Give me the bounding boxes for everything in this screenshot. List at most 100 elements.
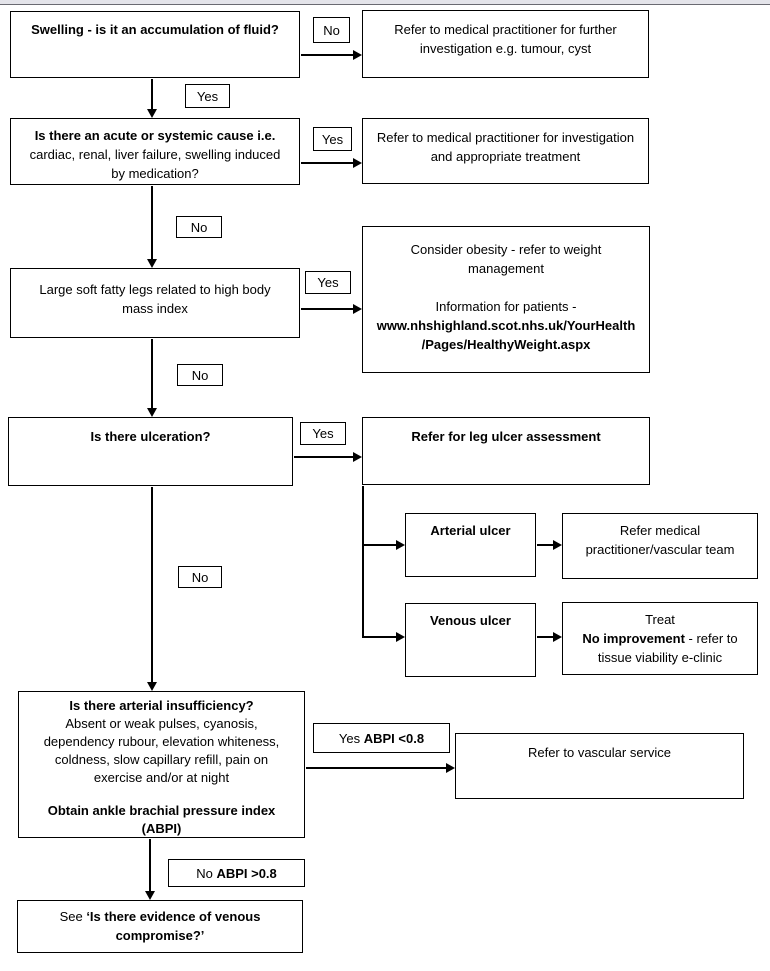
- arrowhead-down-icon: [147, 682, 157, 691]
- node-vascular-service: Refer to vascular service: [455, 733, 744, 799]
- node-arterial-ulcer: Arterial ulcer: [405, 513, 536, 577]
- node-text-line: Information for patients -: [435, 299, 577, 314]
- arrowhead-right-icon: [396, 540, 405, 550]
- connector-to-venous-ulcer: [363, 636, 396, 638]
- arrowhead-right-icon: [353, 452, 362, 462]
- label-text: Yes: [196, 88, 219, 104]
- decision-label-no-4: No: [178, 566, 222, 588]
- label-text: No: [191, 367, 209, 383]
- label-text: No: [191, 569, 209, 585]
- label-text-bold: ABPI >0.8: [216, 865, 277, 881]
- connector-venous-to-treat: [537, 636, 553, 638]
- node-text: See: [59, 909, 87, 924]
- node-fatty-legs: Large soft fatty legs related to high bo…: [10, 268, 300, 338]
- node-text-line: Arterial ulcer: [430, 523, 511, 538]
- label-text: No: [196, 865, 217, 881]
- node-text-line: cardiac, renal, liver failure, swelling …: [29, 147, 281, 162]
- node-acute-systemic-cause: Is there an acute or systemic cause i.e.…: [10, 118, 300, 185]
- connector-abpi-high: [149, 839, 151, 891]
- node-text-line: Consider obesity - refer to weight: [410, 242, 602, 257]
- node-refer-further-investigation: Refer to medical practitioner for furthe…: [362, 10, 649, 78]
- node-text-line: Refer for leg ulcer assessment: [411, 429, 601, 444]
- connector-ulceration-yes: [294, 456, 354, 458]
- node-text-line: compromise?’: [115, 928, 205, 943]
- node-text-line: exercise and/or at night: [93, 770, 230, 785]
- node-text: - refer to: [684, 631, 738, 646]
- decision-label-yes-abpi: Yes ABPI <0.8: [313, 723, 450, 753]
- connector-acute-yes: [301, 162, 354, 164]
- connector-abpi-low: [306, 767, 446, 769]
- arrowhead-down-icon: [147, 259, 157, 268]
- node-consider-obesity: Consider obesity - refer to weight manag…: [362, 226, 650, 373]
- decision-label-no-1: No: [313, 17, 350, 43]
- node-text-line: Treat: [645, 612, 675, 627]
- spacer: [19, 787, 304, 802]
- node-text-line: (ABPI): [141, 821, 182, 836]
- label-text-bold: ABPI <0.8: [363, 730, 425, 746]
- label-text: No: [323, 22, 340, 38]
- node-refer-investigation-treatment: Refer to medical practitioner for invest…: [362, 118, 649, 184]
- node-text-line: investigation e.g. tumour, cyst: [419, 41, 592, 56]
- node-text-bold: No improvement: [582, 631, 685, 646]
- connector-assessment-branch: [362, 486, 364, 638]
- node-text-line: Refer to medical practitioner for furthe…: [394, 22, 617, 37]
- arrowhead-down-icon: [145, 891, 155, 900]
- connector-arterial-to-refer: [537, 544, 553, 546]
- arrowhead-right-icon: [353, 158, 362, 168]
- node-text-line: Large soft fatty legs related to high bo…: [39, 282, 271, 297]
- node-refer-vascular-team: Refer medical practitioner/vascular team: [562, 513, 758, 579]
- node-text-line: Obtain ankle brachial pressure index: [47, 803, 276, 818]
- node-venous-ulcer: Venous ulcer: [405, 603, 536, 677]
- connector-fatty-yes: [301, 308, 354, 310]
- connector-fatty-no: [151, 339, 153, 409]
- node-text-line: No improvement - refer to: [563, 629, 757, 648]
- node-text-line: Swelling - is it an accumulation of flui…: [31, 22, 279, 37]
- node-text-line: dependency rubour, elevation whiteness,: [43, 734, 280, 749]
- connector-acute-no: [151, 186, 153, 260]
- label-text: Yes: [312, 426, 334, 441]
- node-text-line: Venous ulcer: [430, 613, 511, 628]
- node-treat: Treat No improvement - refer to tissue v…: [562, 602, 758, 675]
- node-swelling-question: Swelling - is it an accumulation of flui…: [10, 11, 300, 78]
- node-leg-ulcer-assessment: Refer for leg ulcer assessment: [362, 417, 650, 485]
- node-text-line: tissue viability e-clinic: [597, 650, 723, 665]
- connector-to-arterial-ulcer: [363, 544, 396, 546]
- node-text-line: management: [468, 261, 544, 276]
- node-text-line: See ‘Is there evidence of venous: [18, 907, 302, 926]
- decision-label-no-3: No: [177, 364, 223, 386]
- arrowhead-down-icon: [147, 408, 157, 417]
- node-url-line: www.nhshighland.scot.nhs.uk/YourHealth: [376, 318, 636, 333]
- decision-label-yes-3: Yes: [305, 271, 351, 294]
- arrowhead-right-icon: [353, 50, 362, 60]
- arrowhead-right-icon: [446, 763, 455, 773]
- connector-swelling-no: [301, 54, 354, 56]
- node-text-line: Is there an acute or systemic cause i.e.: [34, 128, 276, 143]
- node-url-line: /Pages/HealthyWeight.aspx: [421, 337, 591, 352]
- node-arterial-insufficiency: Is there arterial insufficiency? Absent …: [18, 691, 305, 838]
- arrowhead-right-icon: [553, 540, 562, 550]
- decision-label-no-abpi: No ABPI >0.8: [168, 859, 305, 887]
- arrowhead-right-icon: [353, 304, 362, 314]
- node-text-line: Absent or weak pulses, cyanosis,: [65, 716, 258, 731]
- decision-label-yes-1: Yes: [185, 84, 230, 108]
- arrowhead-right-icon: [396, 632, 405, 642]
- node-text-line: practitioner/vascular team: [585, 542, 735, 557]
- label-text: Yes: [321, 131, 344, 147]
- label-text: No: [190, 219, 208, 235]
- decision-label-yes-4: Yes: [300, 422, 346, 445]
- node-text-line: Refer to vascular service: [527, 745, 672, 760]
- arrowhead-right-icon: [553, 632, 562, 642]
- node-text-line: coldness, slow capillary refill, pain on: [54, 752, 269, 767]
- node-ulceration-question: Is there ulceration?: [8, 417, 293, 486]
- page-top-border: [0, 0, 770, 5]
- arrowhead-down-icon: [147, 109, 157, 118]
- node-text-line: Refer medical: [619, 523, 701, 538]
- label-text: Yes: [317, 275, 339, 290]
- node-text-line: Is there ulceration?: [90, 429, 211, 444]
- decision-label-yes-2: Yes: [313, 127, 352, 151]
- node-text-bold: ‘Is there evidence of venous: [86, 909, 261, 924]
- node-text-line: mass index: [122, 301, 188, 316]
- node-text-line: and appropriate treatment: [430, 149, 581, 164]
- node-text-line: Is there arterial insufficiency?: [69, 698, 254, 713]
